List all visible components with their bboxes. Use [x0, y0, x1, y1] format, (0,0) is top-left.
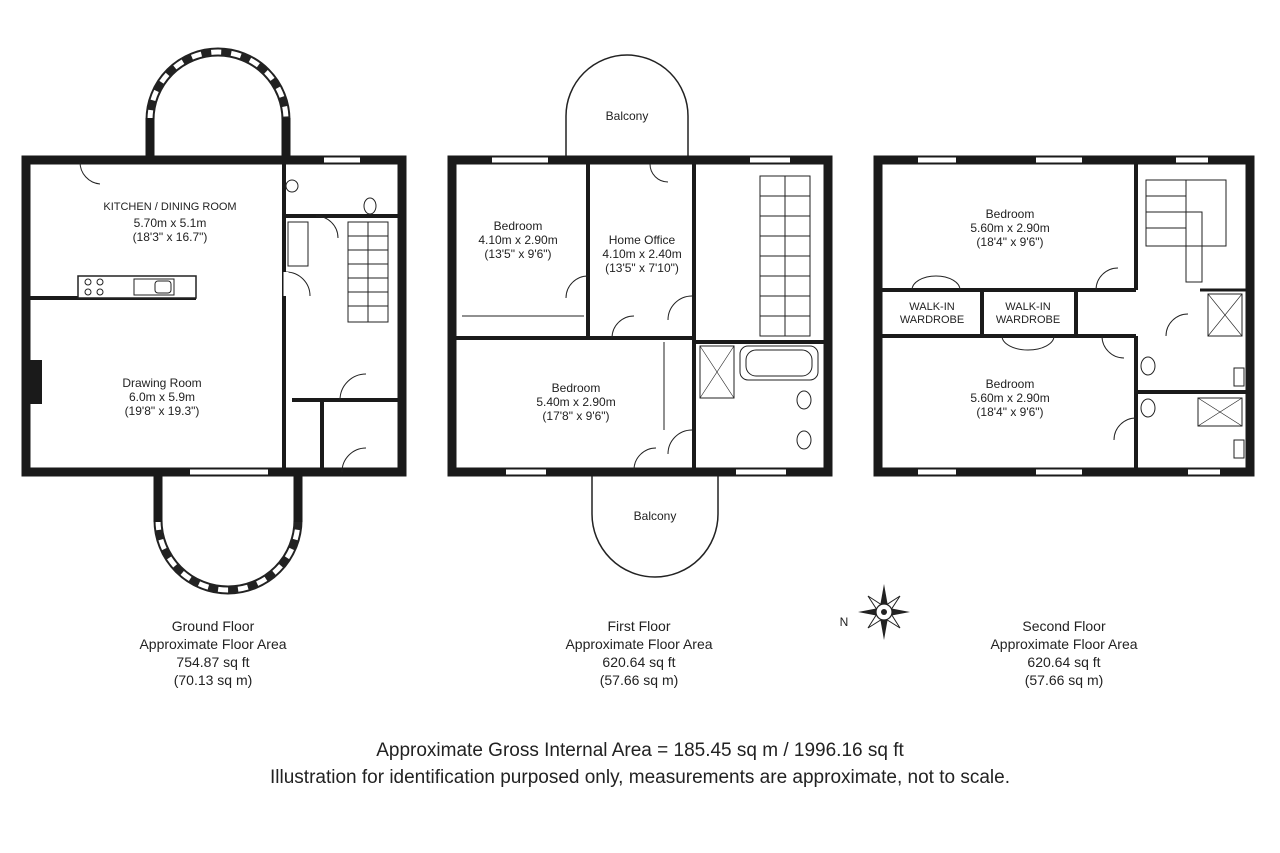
- ground-floor-plan: [21, 47, 407, 595]
- second-floor-sqft: 620.64 sq ft: [1027, 654, 1100, 670]
- balcony-top-label: Balcony: [606, 109, 649, 123]
- first-bedroom2-imperial: (17'8" x 9'6"): [542, 409, 609, 423]
- disclaimer-footer: Illustration for identification purposed…: [270, 767, 1010, 788]
- drawing-room-name: Drawing Room: [122, 376, 201, 390]
- second-bedroom1-name: Bedroom: [986, 207, 1035, 221]
- ground-floor-sqm: (70.13 sq m): [174, 672, 253, 688]
- home-office-imperial: (13'5" x 7'10"): [605, 261, 679, 275]
- wardrobe2-line1: WALK-IN: [1005, 301, 1050, 313]
- drawing-room-imperial: (19'8" x 19.3"): [125, 404, 200, 418]
- wardrobe2-line2: WARDROBE: [996, 314, 1060, 326]
- second-bedroom2-name: Bedroom: [986, 377, 1035, 391]
- first-bedroom1-imperial: (13'5" x 9'6"): [484, 247, 551, 261]
- first-floor-subtitle: Approximate Floor Area: [565, 636, 712, 652]
- compass-north-label: N: [840, 615, 849, 629]
- wardrobe1-line1: WALK-IN: [909, 301, 954, 313]
- kitchen-imperial: (18'3" x 16.7"): [133, 230, 208, 244]
- gross-area-footer: Approximate Gross Internal Area = 185.45…: [376, 740, 904, 761]
- first-bedroom2-name: Bedroom: [552, 381, 601, 395]
- second-bedroom1-imperial: (18'4" x 9'6"): [976, 235, 1043, 249]
- wardrobe1-line2: WARDROBE: [900, 314, 964, 326]
- first-floor-title: First Floor: [608, 618, 671, 634]
- ground-floor-sqft: 754.87 sq ft: [176, 654, 249, 670]
- first-bedroom2-metric: 5.40m x 2.90m: [536, 395, 615, 409]
- first-bedroom1-metric: 4.10m x 2.90m: [478, 233, 557, 247]
- second-bedroom2-metric: 5.60m x 2.90m: [970, 391, 1049, 405]
- first-floor-sqft: 620.64 sq ft: [602, 654, 675, 670]
- home-office-metric: 4.10m x 2.40m: [602, 247, 681, 261]
- compass-rose-icon: [858, 584, 910, 640]
- first-floor-plan: [447, 54, 833, 578]
- second-floor-title: Second Floor: [1022, 618, 1106, 634]
- kitchen-name: KITCHEN / DINING ROOM: [103, 201, 236, 213]
- second-floor-subtitle: Approximate Floor Area: [990, 636, 1137, 652]
- second-floor-plan: [873, 155, 1255, 477]
- kitchen-metric: 5.70m x 5.1m: [134, 216, 207, 230]
- second-bedroom1-metric: 5.60m x 2.90m: [970, 221, 1049, 235]
- home-office-name: Home Office: [609, 233, 676, 247]
- ground-floor-title: Ground Floor: [172, 618, 255, 634]
- drawing-room-metric: 6.0m x 5.9m: [129, 390, 195, 404]
- second-bedroom2-imperial: (18'4" x 9'6"): [976, 405, 1043, 419]
- first-floor-sqm: (57.66 sq m): [600, 672, 679, 688]
- balcony-bottom-label: Balcony: [634, 509, 677, 523]
- ground-floor-subtitle: Approximate Floor Area: [139, 636, 286, 652]
- first-bedroom1-name: Bedroom: [494, 219, 543, 233]
- second-floor-sqm: (57.66 sq m): [1025, 672, 1104, 688]
